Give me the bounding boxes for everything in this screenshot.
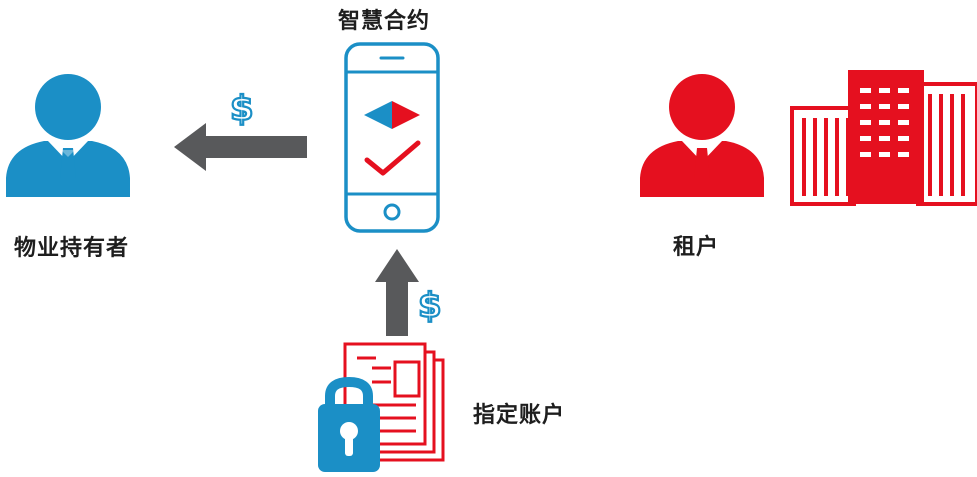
smart-contract-label: 智慧合约	[338, 9, 431, 34]
smartphone-contract-icon	[344, 42, 440, 233]
up-arrow-icon	[375, 249, 419, 336]
tenant-person-icon	[640, 74, 764, 197]
left-arrow-icon	[174, 123, 307, 171]
dollar-icon: $	[230, 89, 254, 129]
owner-person-icon	[6, 74, 130, 197]
designated-account-label: 指定账户	[473, 403, 566, 428]
locked-document-icon	[318, 342, 445, 472]
dollar-icon: $	[418, 286, 442, 326]
property-owner-label: 物业持有者	[14, 236, 130, 261]
tenant-label: 租户	[673, 235, 720, 260]
building-icon	[790, 70, 977, 206]
